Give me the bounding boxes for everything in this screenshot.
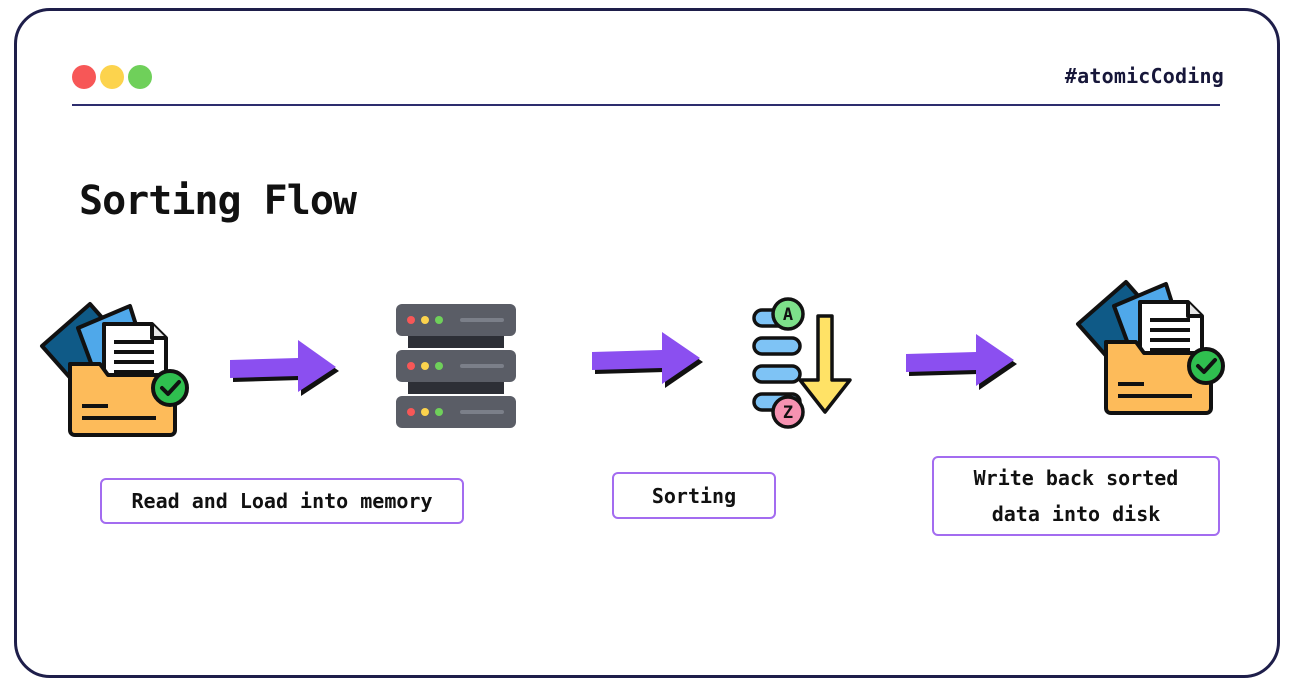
flow-arrow-3: [906, 334, 1017, 390]
flow-arrow-2: [592, 332, 703, 388]
step-label-read-load-text: Read and Load into memory: [131, 489, 433, 513]
diagram-frame: [14, 8, 1280, 678]
close-dot: [72, 65, 96, 89]
folder-documents-check-icon: [1076, 280, 1225, 415]
step-label-sorting-text: Sorting: [651, 483, 737, 508]
flow-arrow-1: [230, 340, 339, 396]
hashtag-label: #atomicCoding: [1064, 64, 1224, 88]
sort-a-to-z-icon: A Z: [752, 297, 852, 429]
svg-text:A: A: [783, 305, 793, 325]
step-label-read-load: Read and Load into memory: [100, 478, 464, 524]
step-label-write-back-text: Write back sorted data into disk: [973, 466, 1179, 526]
maximize-dot: [128, 65, 152, 89]
svg-text:Z: Z: [783, 403, 793, 423]
folder-documents-check-icon: [40, 302, 189, 437]
step-label-write-back: Write back sorted data into disk: [932, 456, 1220, 536]
header-divider: [72, 104, 1220, 106]
server-rack-icon: [396, 304, 516, 428]
diagram-title: Sorting Flow: [79, 178, 357, 224]
step-label-sorting: Sorting: [612, 472, 776, 519]
minimize-dot: [100, 65, 124, 89]
